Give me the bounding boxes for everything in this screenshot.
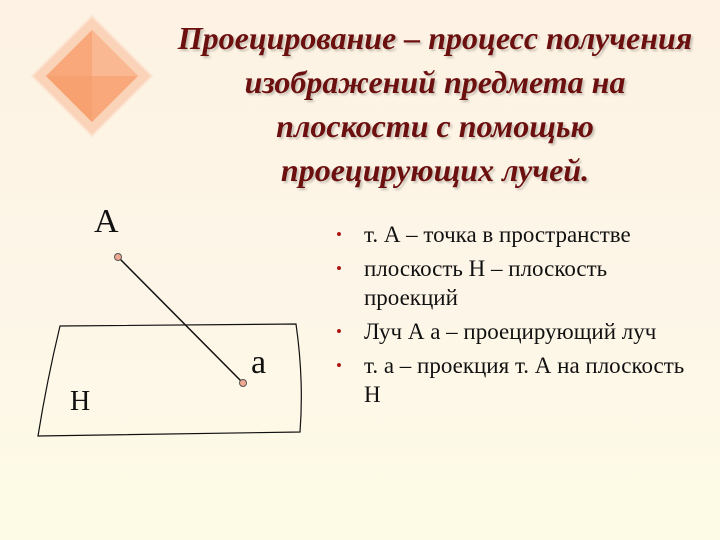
list-item: • Луч А а – проецирующий луч bbox=[334, 317, 706, 346]
list-item: • т. А – точка в пространстве bbox=[334, 220, 706, 249]
point-label-upper: А bbox=[94, 203, 119, 240]
bullet-marker: • bbox=[336, 259, 342, 278]
plane-label: Н bbox=[70, 386, 91, 417]
bullet-list: • т. А – точка в пространстве • плоскост… bbox=[334, 220, 706, 414]
logo-outer-border bbox=[30, 14, 154, 138]
projecting-ray bbox=[117, 256, 243, 383]
logo-shade bbox=[46, 76, 92, 122]
bullet-text: т. А – точка в пространстве bbox=[364, 222, 631, 247]
list-item: • плоскость Н – плоскость проекций bbox=[334, 254, 706, 312]
logo-highlight bbox=[92, 30, 138, 76]
diamond-logo-icon bbox=[30, 14, 154, 138]
point-a-upper bbox=[114, 253, 122, 261]
bullet-text: т. а – проекция т. А на плоскость Н bbox=[364, 353, 685, 407]
list-item: • т. а – проекция т. А на плоскость Н bbox=[334, 351, 706, 409]
bullet-marker: • bbox=[336, 225, 342, 244]
bullet-text: плоскость Н – плоскость проекций bbox=[364, 256, 608, 310]
bullet-text: Луч А а – проецирующий луч bbox=[364, 319, 657, 344]
slide-title: Проецирование – процесс получения изобра… bbox=[177, 20, 693, 188]
bullet-marker: • bbox=[336, 322, 342, 341]
point-label-lower: а bbox=[251, 344, 267, 381]
point-a-lower bbox=[239, 379, 247, 387]
bullet-marker: • bbox=[336, 356, 342, 375]
plane-h bbox=[37, 323, 302, 437]
